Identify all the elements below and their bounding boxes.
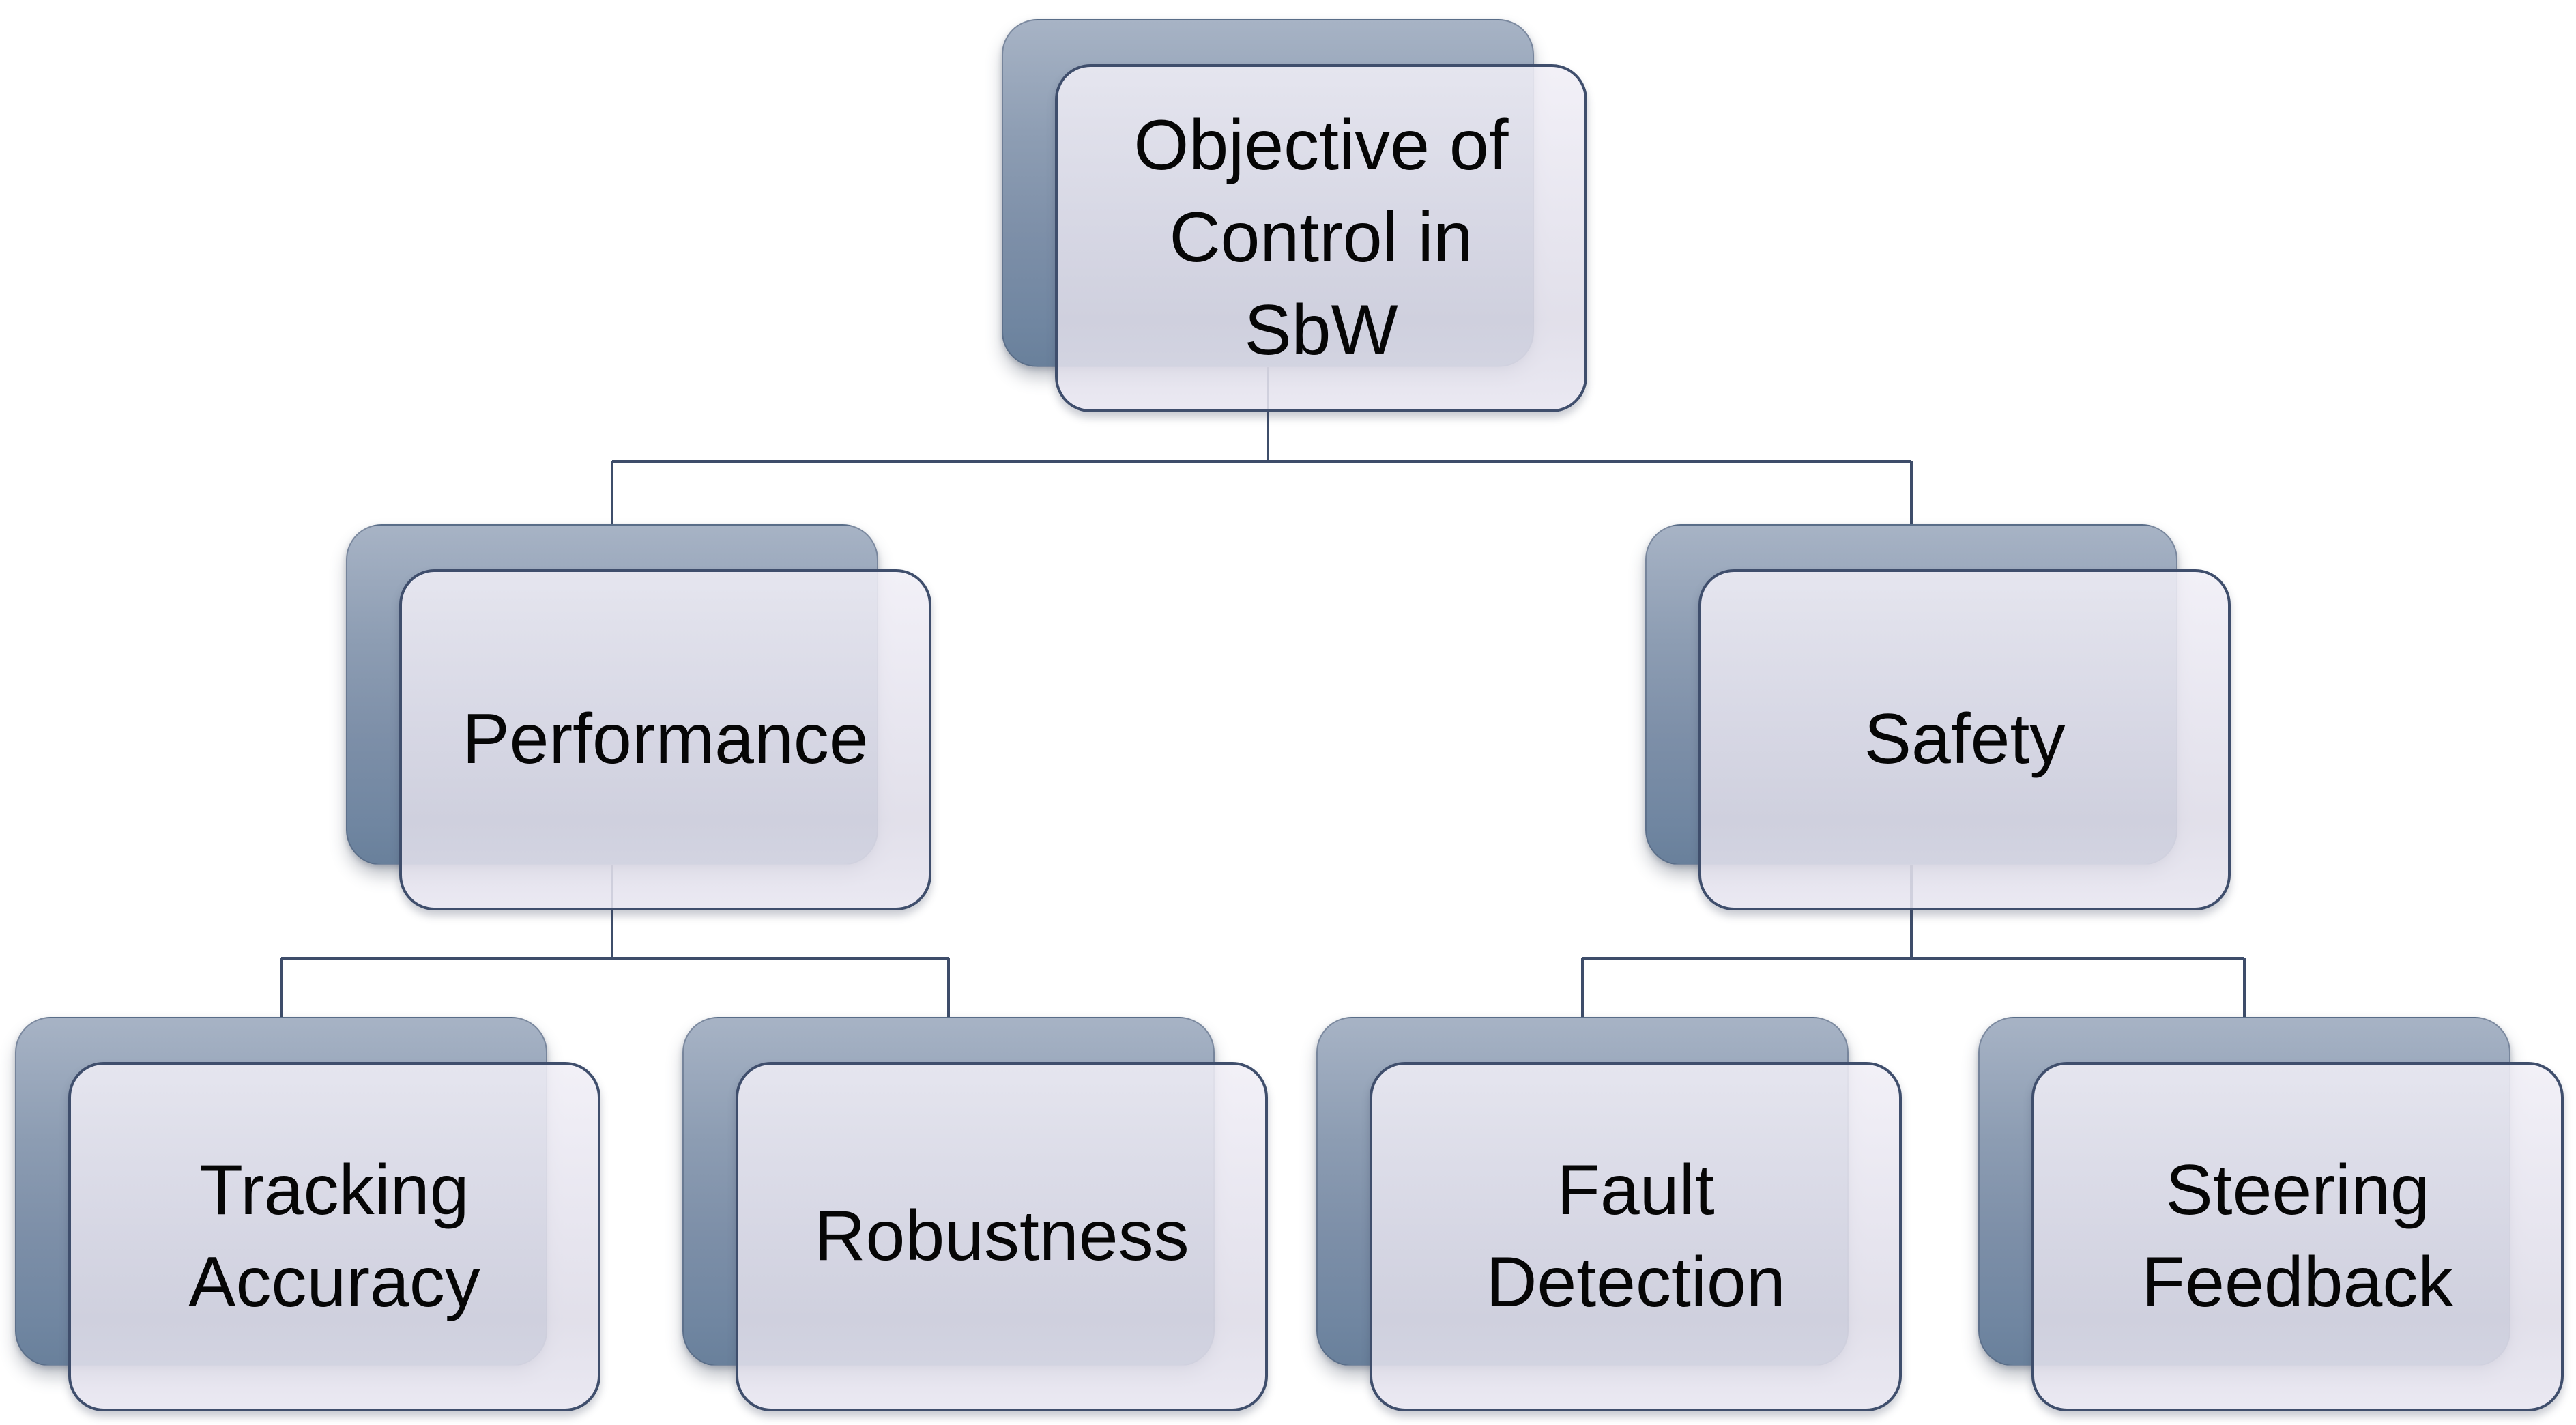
node-steering-feedback-label: Steering Feedback — [2141, 1150, 2454, 1322]
node-safety-label: Safety — [1864, 700, 2066, 779]
node-steering-feedback-box: Steering Feedback — [2031, 1062, 2564, 1411]
node-robustness-label: Robustness — [814, 1196, 1189, 1276]
node-tracking-accuracy-box: Tracking Accuracy — [68, 1062, 600, 1411]
node-performance-box: Performance — [399, 569, 931, 910]
node-safety-box: Safety — [1698, 569, 2231, 910]
node-tracking-accuracy-label: Tracking Accuracy — [188, 1150, 480, 1322]
node-fault-detection-label: Fault Detection — [1486, 1150, 1786, 1322]
node-fault-detection-box: Fault Detection — [1370, 1062, 1902, 1411]
node-root-box: Objective of Control in SbW — [1055, 64, 1587, 412]
node-performance-label: Performance — [462, 700, 869, 779]
node-root-label: Objective of Control in SbW — [1133, 106, 1509, 370]
node-robustness-box: Robustness — [736, 1062, 1268, 1411]
